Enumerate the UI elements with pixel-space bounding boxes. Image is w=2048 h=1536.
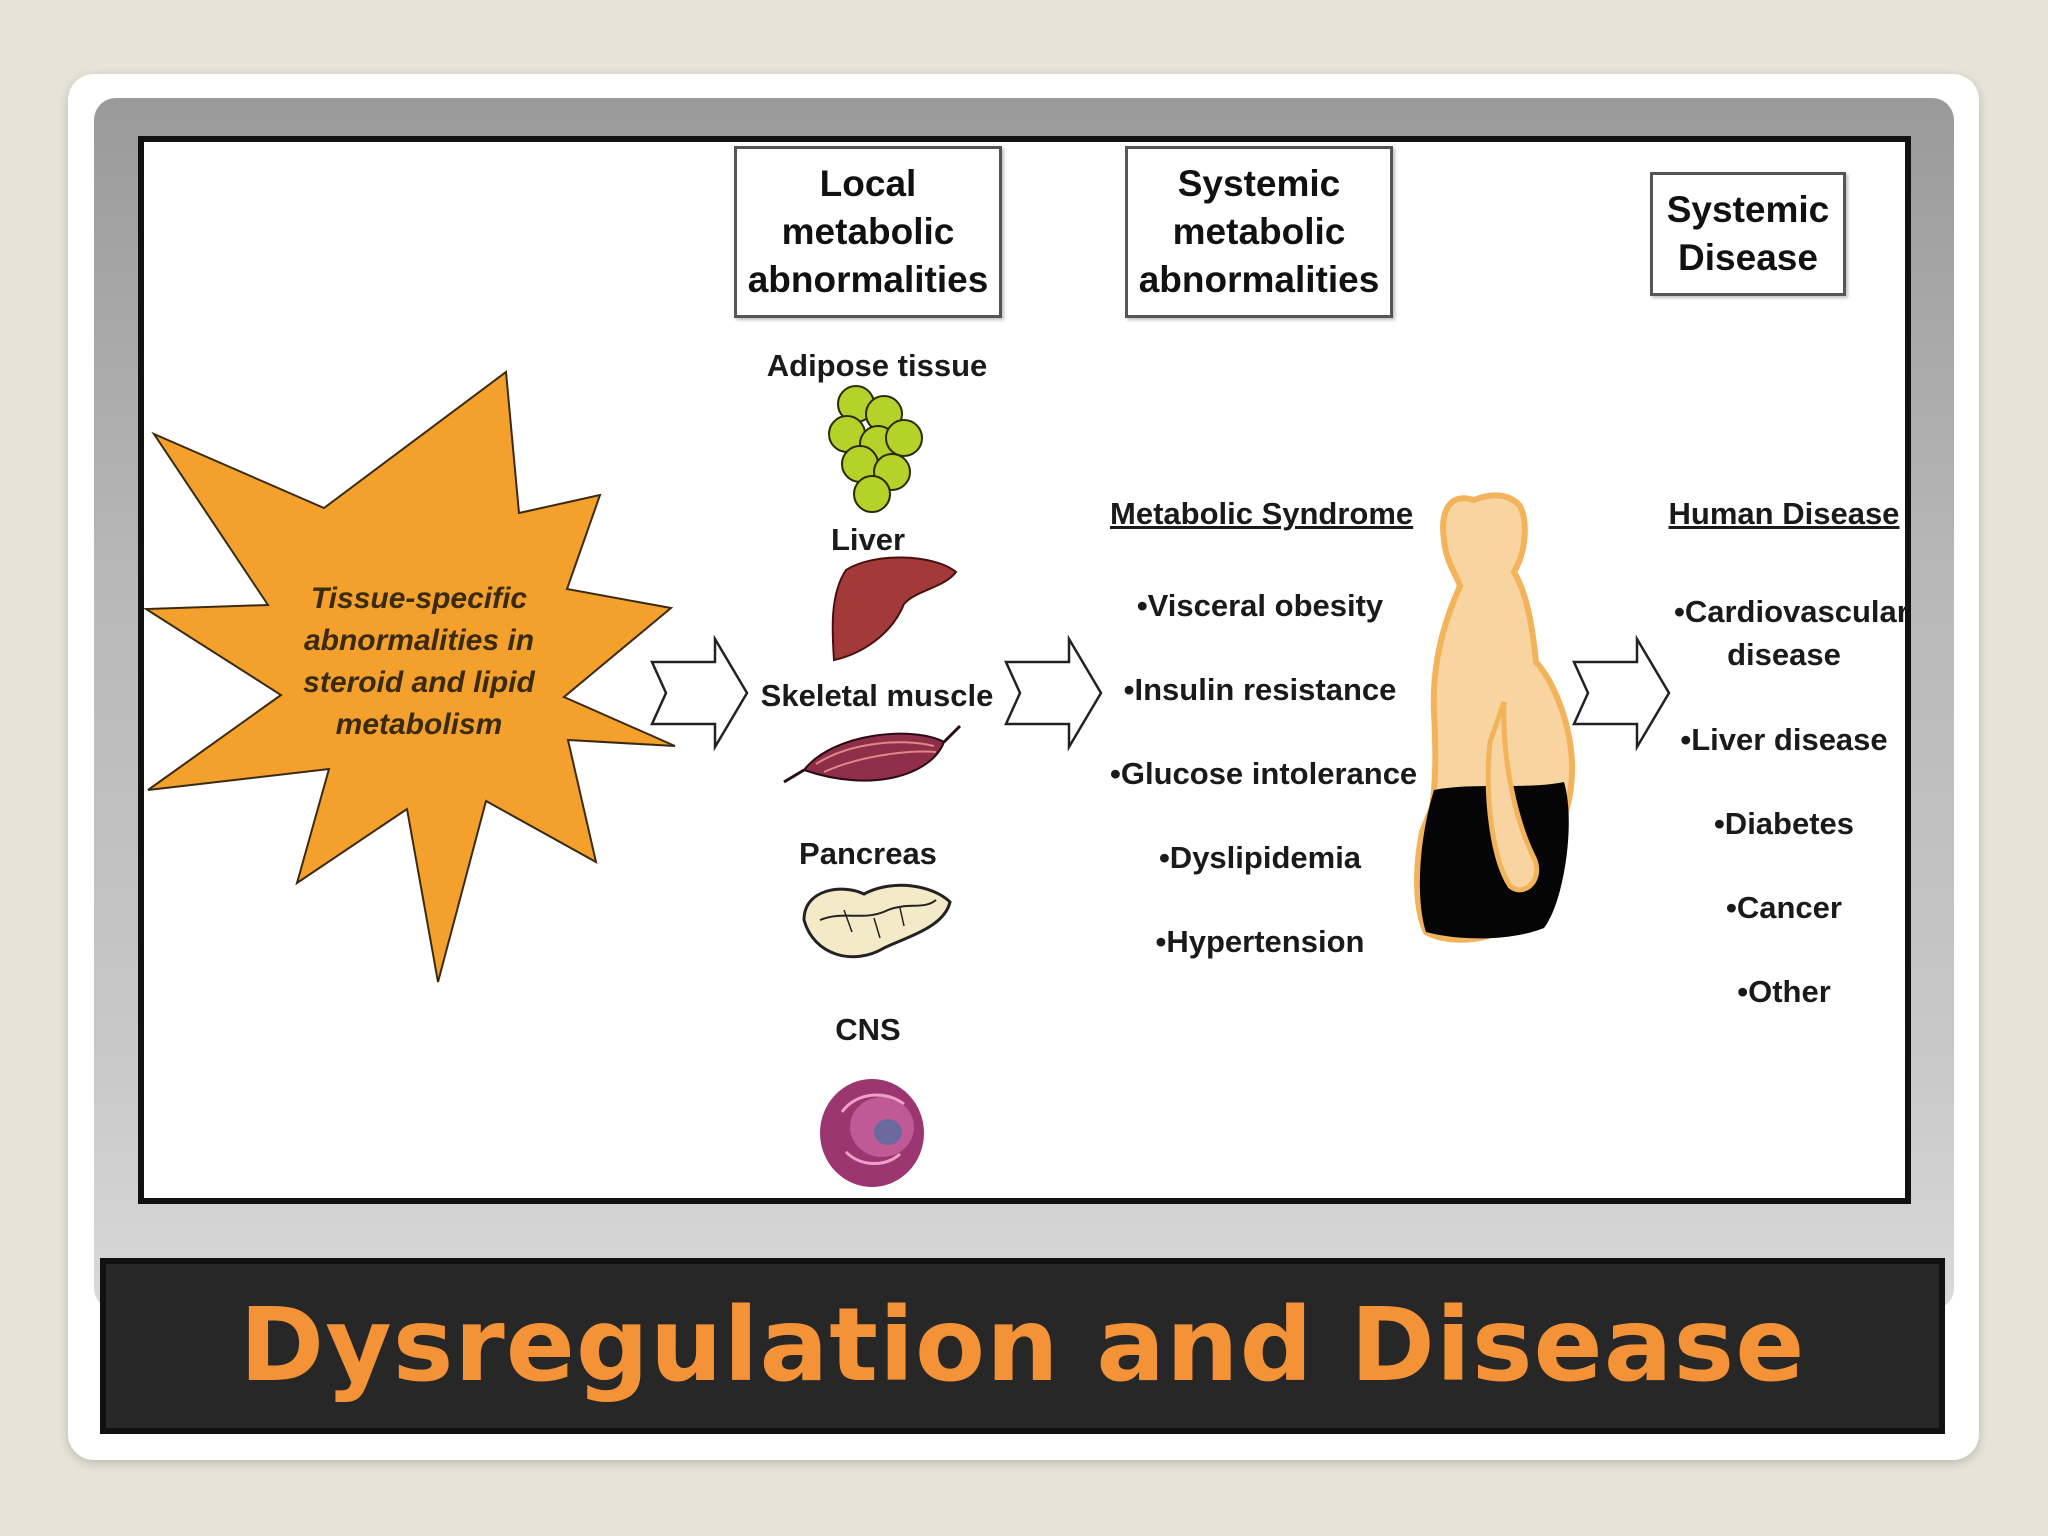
starburst-label: Tissue-specific abnormalities in steroid… <box>303 582 535 741</box>
metabolic-item: •Insulin resistance <box>1123 672 1397 707</box>
human-disease-heading: Human Disease <box>1668 496 1900 531</box>
title-bar: Dysregulation and Disease <box>100 1258 1945 1434</box>
diagram-graphics <box>144 370 1671 1187</box>
brain-icon <box>820 1079 924 1187</box>
human-body-icon <box>1414 492 1576 943</box>
metabolic-item: •Visceral obesity <box>1136 588 1384 623</box>
diagram-figure: Local metabolic abnormalities Systemic m… <box>138 136 1911 1204</box>
metabolic-item: •Hypertension <box>1155 924 1365 959</box>
arrow-right-icon <box>1004 634 1103 752</box>
header-systemic-metabolic: Systemic metabolic abnormalities <box>1125 146 1393 318</box>
metabolic-item: •Dyslipidemia <box>1158 840 1362 875</box>
skeletal-muscle-icon <box>783 724 962 784</box>
liver-icon <box>831 556 958 662</box>
metabolic-item: •Glucose intolerance <box>1110 756 1418 791</box>
disease-item: •Cancer <box>1726 890 1842 925</box>
tissue-label-adipose: Adipose tissue <box>766 348 988 383</box>
metabolic-syndrome-heading: Metabolic Syndrome <box>1110 496 1414 531</box>
pancreas-icon <box>802 883 952 959</box>
arrow-right-icon <box>1572 634 1671 752</box>
tissue-label-cns: CNS <box>835 1012 901 1047</box>
disease-item: •Cardiovascular disease <box>1674 594 1909 673</box>
slide-title: Dysregulation and Disease <box>239 1286 1806 1405</box>
tissue-label-liver: Liver <box>830 522 906 557</box>
tissue-label-pancreas: Pancreas <box>799 836 937 871</box>
adipose-cells-icon <box>828 385 923 513</box>
arrow-right-icon <box>650 634 749 752</box>
disease-item: •Liver disease <box>1680 722 1888 757</box>
header-local-metabolic: Local metabolic abnormalities <box>734 146 1002 318</box>
starburst-shape <box>144 370 676 983</box>
header-systemic-disease: Systemic Disease <box>1650 172 1846 296</box>
disease-item: •Other <box>1737 974 1831 1009</box>
disease-item: •Diabetes <box>1713 806 1855 841</box>
tissue-label-skeletal-muscle: Skeletal muscle <box>760 678 994 713</box>
